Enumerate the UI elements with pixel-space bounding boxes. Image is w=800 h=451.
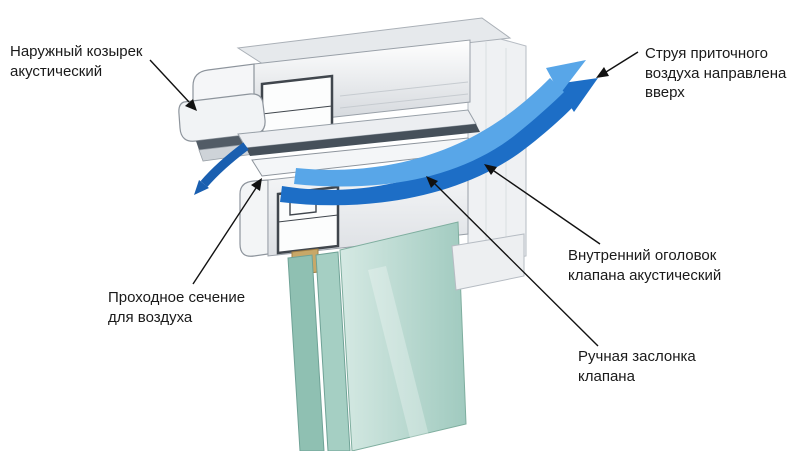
leader-line-damper: [434, 183, 599, 347]
sash-left-cap: [239, 179, 269, 257]
label-supply-air-stream: Струя приточного воздуха направлена ввер…: [645, 45, 787, 101]
chamber-web: [277, 214, 339, 223]
air-stream-light-arrowhead: [546, 60, 586, 94]
air-inlet-arrowhead: [194, 180, 209, 195]
label-manual-damper: Ручная заслонка клапана: [578, 348, 696, 385]
leader-line-head: [493, 170, 601, 245]
glass-pane-edge-front: [287, 254, 325, 451]
leader-arrows: [149, 51, 639, 347]
label-external-visor: Наружный козырек акустический: [10, 43, 143, 80]
valve-air-gap: [246, 124, 480, 156]
leader-line-visor: [149, 59, 190, 103]
glass-reflection: [368, 266, 430, 446]
frame-bottom-right-edge: [451, 233, 525, 291]
leader-line-passage: [192, 187, 257, 285]
top-profile-top-face: [236, 17, 512, 67]
label-air-passage: Проходное сечение для воздуха: [108, 289, 246, 326]
leader-arrowhead-head: [484, 164, 497, 175]
air-stream-light-ribbon: [294, 78, 564, 187]
leader-arrowhead-passage: [251, 178, 262, 191]
chamber-web: [261, 105, 333, 115]
profile-groove: [339, 93, 469, 109]
leader-arrowhead-stream: [596, 67, 609, 78]
air-inlet-ribbon: [200, 142, 249, 187]
air-stream-dark-arrowhead: [556, 78, 598, 112]
leader-arrowhead-visor: [185, 99, 197, 111]
glass-pane-edge-back: [315, 251, 351, 451]
glass-pane-face: [339, 221, 467, 451]
leader-arrowhead-damper: [426, 176, 438, 188]
label-internal-head: Внутренний оголовок клапана акустический: [568, 247, 722, 284]
profile-groove: [339, 81, 469, 97]
air-stream-dark-ribbon: [280, 88, 574, 206]
leader-line-stream: [605, 51, 639, 73]
